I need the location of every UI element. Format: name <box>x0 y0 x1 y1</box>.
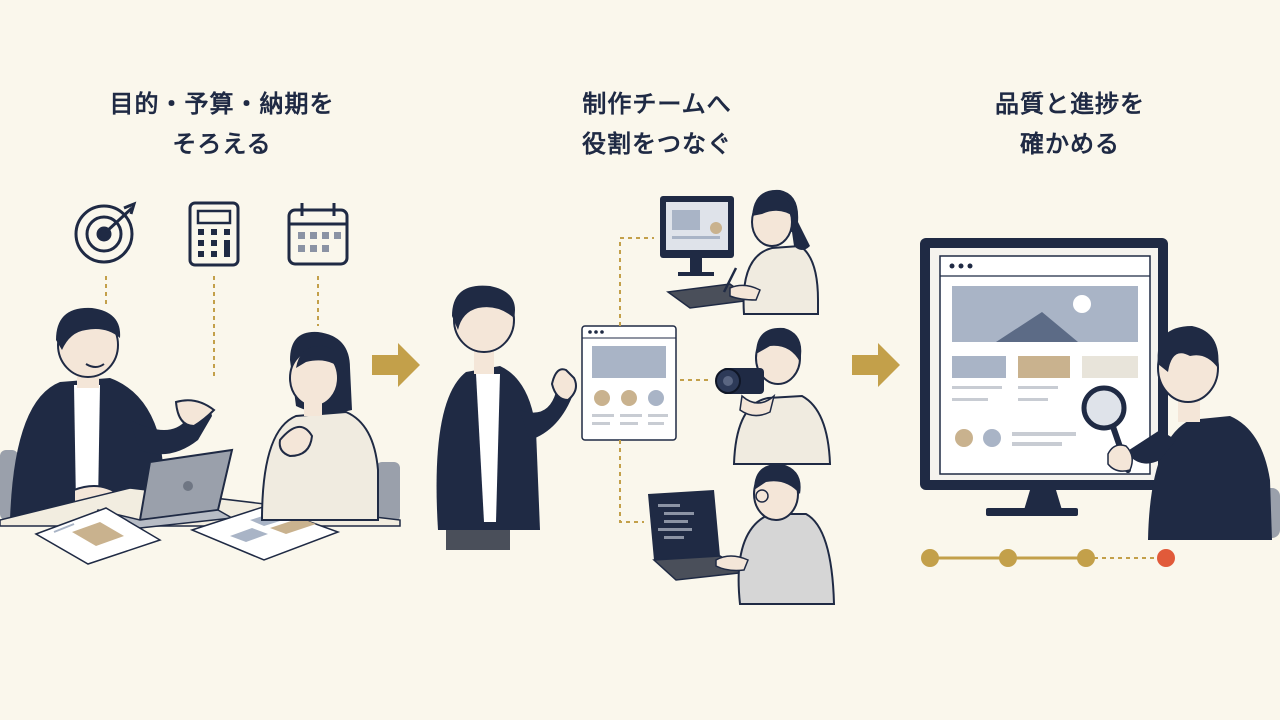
browser-wireframe <box>581 325 677 441</box>
calendar-icon <box>287 203 349 266</box>
magnifier-icon <box>1081 385 1127 431</box>
photographer-figure <box>715 327 832 465</box>
flow-arrow-icon <box>372 343 420 387</box>
step1-caption-line2: そろえる <box>172 130 272 158</box>
flow-arrow-icon <box>852 343 900 387</box>
engineer-figure <box>648 463 836 605</box>
step3-scene <box>920 238 1280 567</box>
step1-scene <box>0 201 401 565</box>
step3-caption-line1: 品質と進捗を <box>995 90 1145 118</box>
progress-milestone-pending <box>1157 549 1175 567</box>
target-icon <box>74 201 137 264</box>
step2-caption: 制作チームへ 役割をつなぐ <box>497 84 817 164</box>
progress-milestone-done <box>999 549 1017 567</box>
step2-caption-line1: 制作チームへ <box>582 90 732 118</box>
calculator-icon <box>188 201 240 267</box>
woman-client-figure <box>260 331 379 521</box>
step1-caption-line1: 目的・予算・納期を <box>109 90 335 118</box>
progress-milestone-done <box>921 549 939 567</box>
designer-figure <box>660 189 819 315</box>
step3-caption: 品質と進捗を 確かめる <box>910 84 1230 164</box>
role-connector-lines <box>619 237 712 523</box>
step1-caption: 目的・予算・納期を そろえる <box>62 84 382 164</box>
review-monitor <box>920 238 1168 516</box>
progress-milestone-done <box>1077 549 1095 567</box>
chair <box>376 462 400 522</box>
progress-timeline <box>921 549 1175 567</box>
step2-scene <box>436 189 836 605</box>
step2-caption-line2: 役割をつなぐ <box>582 130 732 158</box>
document <box>34 507 162 565</box>
reviewer-figure <box>1081 326 1280 540</box>
man-director-figure <box>436 285 577 550</box>
step3-caption-line2: 確かめる <box>1020 130 1120 158</box>
man-planner-figure <box>10 307 216 520</box>
icon-connector-lines <box>105 276 319 378</box>
